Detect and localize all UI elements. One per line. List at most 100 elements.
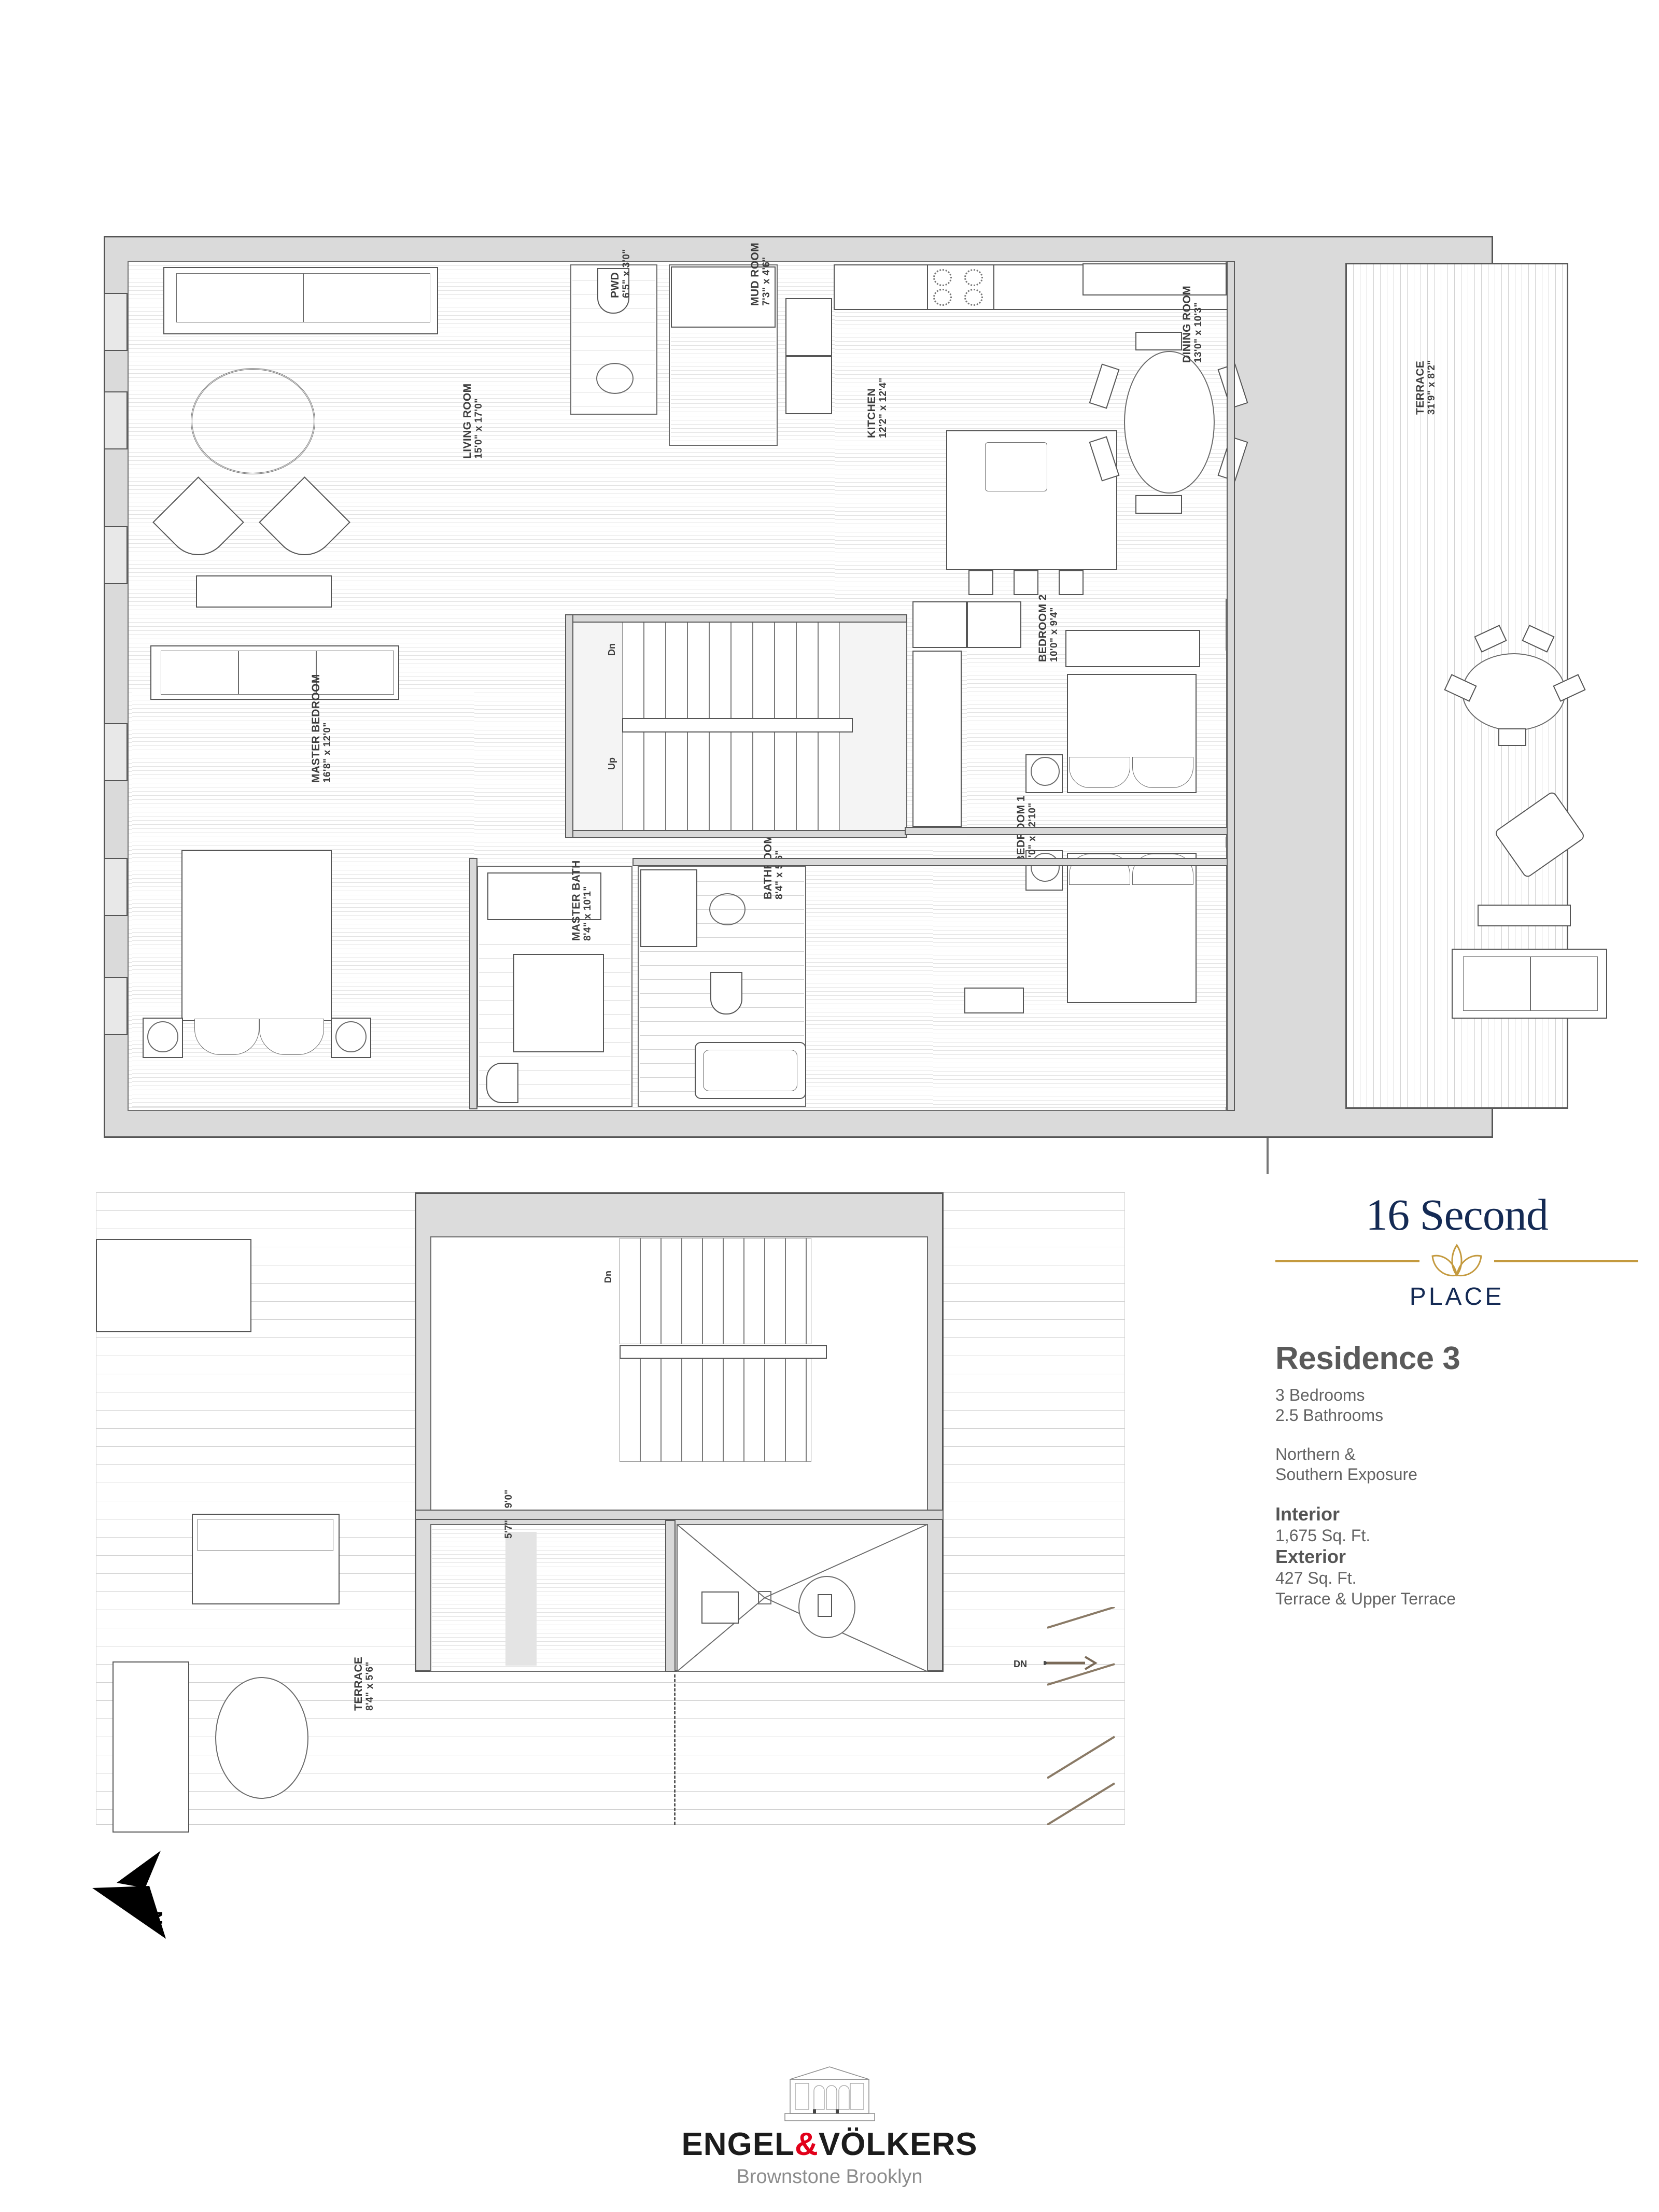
hall-closet-a (912, 601, 967, 648)
brokerage-name: ENGEL&VÖLKERS (0, 2126, 1659, 2163)
bulkhead-mid-wall (415, 1510, 944, 1520)
terrace2-lounge-top (96, 1239, 251, 1332)
residence-exposure-line1: Northern & (1275, 1445, 1356, 1463)
console-table-living (196, 575, 332, 608)
residence-exposure-line2: Southern Exposure (1275, 1465, 1417, 1484)
dining-chair-1 (1135, 332, 1182, 350)
dining-chair-2 (1135, 495, 1182, 514)
upper-cabinet-right (1082, 263, 1227, 295)
residence-bedrooms: 3 Bedrooms (1275, 1386, 1365, 1404)
terrace2-sofa-left (113, 1661, 189, 1833)
exterior-value: 427 Sq. Ft. (1275, 1569, 1357, 1587)
toilet-bathroom (710, 972, 742, 1015)
brokerage-name-part2: VÖLKERS (818, 2126, 978, 2162)
burner-1 (933, 269, 952, 286)
terrace-coffee-table (1478, 905, 1571, 926)
info-spacer-2 (1275, 1485, 1638, 1503)
terrace2-bench-cushion (198, 1519, 333, 1551)
bar-stool-3 (1059, 570, 1084, 595)
closet-mud-room (671, 266, 776, 328)
lotus-leaf-icon (1431, 1244, 1482, 1277)
footer: ENGEL&VÖLKERS Brownstone Brooklyn (0, 2066, 1659, 2188)
pillow-master-1 (194, 1019, 259, 1055)
brownstone-building-icon (784, 2066, 875, 2121)
bench-bedroom1 (964, 988, 1024, 1013)
interior-label: Interior (1275, 1503, 1340, 1525)
terrace-sofa-cushion-left (1463, 956, 1530, 1011)
main-floor-plan: LIVING ROOM 15'0" x 17'0" PWD 6'5" x 3'0… (104, 236, 1607, 1143)
pillow-master-2 (259, 1019, 324, 1055)
laundry-closet (640, 869, 697, 947)
stair-flight-lower (622, 731, 840, 835)
mud-room-floor (671, 329, 776, 444)
room-label-master-bath: MASTER BATH 8'4" x 10'1" (570, 860, 593, 941)
room-label-dining-room: DINING ROOM 13'0" x 10'3" (1181, 285, 1204, 363)
stair-label-up: Up (607, 757, 617, 770)
vanity-master-bath (487, 872, 601, 920)
window-left-4 (104, 723, 128, 781)
brokerage-name-part1: ENGEL (681, 2126, 795, 2162)
upper-terrace-strip (505, 1532, 537, 1666)
hall-closet-b (967, 601, 1021, 648)
bulkhead-stair-upper (620, 1238, 811, 1344)
parapet-dashed-line (674, 1674, 676, 1825)
sink-kitchen (985, 442, 1047, 491)
partition-wall-terrace-edge (1227, 261, 1235, 1111)
burner-4 (964, 289, 983, 306)
toilet-powder (597, 268, 629, 314)
burner-3 (933, 289, 952, 306)
exterior-note: Terrace & Upper Terrace (1275, 1589, 1456, 1608)
sink-bathroom (709, 893, 746, 925)
closet-hall-upper (785, 298, 832, 356)
bulkhead-vert-wall (665, 1520, 676, 1672)
partition-wall-stairs-bottom (565, 830, 907, 838)
bar-stool-2 (1014, 570, 1038, 595)
brand-subtitle: PLACE (1409, 1283, 1505, 1311)
window-left-3 (104, 526, 128, 584)
pillow-bedroom2-2 (1132, 757, 1193, 788)
bed-master (181, 850, 332, 1021)
compass: N (88, 1851, 202, 1970)
closet-bedroom2-side (912, 651, 962, 827)
stair-flight-upper (622, 617, 840, 721)
roof-equipment-box (701, 1591, 739, 1624)
brand-divider (1275, 1243, 1638, 1279)
upper-terrace-plan: Dn 5'7" x 9'0" DN (96, 1192, 1133, 1840)
exit-down-label: DN (1014, 1659, 1027, 1669)
room-label-kitchen: KITCHEN 12'2" x 12'4" (866, 377, 889, 438)
window-left-5 (104, 858, 128, 916)
dresser-bedroom2 (1065, 630, 1200, 667)
info-spacer-1 (1275, 1426, 1638, 1444)
sofa-cushion-left (176, 273, 303, 322)
room-label-terrace-lower: TERRACE 8'4" x 5'6" (353, 1656, 375, 1711)
bathtub-basin (703, 1050, 797, 1091)
exterior-label: Exterior (1275, 1546, 1346, 1567)
terrace2-round-table (215, 1677, 308, 1799)
rug-living-room (191, 368, 315, 474)
closet-hall-lower (785, 356, 832, 414)
window-left-1 (104, 293, 128, 351)
room-label-terrace: TERRACE 31'9" x 8'2" (1414, 360, 1437, 415)
exit-down-arrow-icon (1044, 1656, 1098, 1670)
room-label-pwd: PWD 6'5" x 3'0" (609, 249, 632, 298)
roof-pitch-lines (677, 1524, 928, 1672)
plan-extension-line (1267, 1138, 1269, 1174)
bulkhead-stair-label-dn: Dn (603, 1271, 613, 1283)
brand-divider-right (1494, 1260, 1638, 1262)
toilet-master-bath (486, 1063, 518, 1103)
brand-divider-left (1275, 1260, 1419, 1262)
shower-master-bath (513, 954, 604, 1052)
roof-drain-fixture (818, 1594, 832, 1617)
ceiling-fan-master-right (335, 1021, 367, 1052)
ceiling-fan-bedroom1 (1031, 853, 1060, 882)
stair-landing (622, 718, 853, 732)
interior-value: 1,675 Sq. Ft. (1275, 1526, 1371, 1545)
room-label-living-room: LIVING ROOM 15'0" x 17'0" (461, 383, 484, 459)
residence-title: Residence 3 (1275, 1341, 1460, 1376)
bar-stool-1 (968, 570, 993, 595)
upper-terrace-floor (432, 1526, 672, 1670)
room-label-master-bedroom: MASTER BEDROOM 16'8" x 12'0" (310, 674, 333, 783)
brand-name: 16 Second (1366, 1190, 1549, 1239)
bulkhead-stair-landing (620, 1345, 827, 1359)
